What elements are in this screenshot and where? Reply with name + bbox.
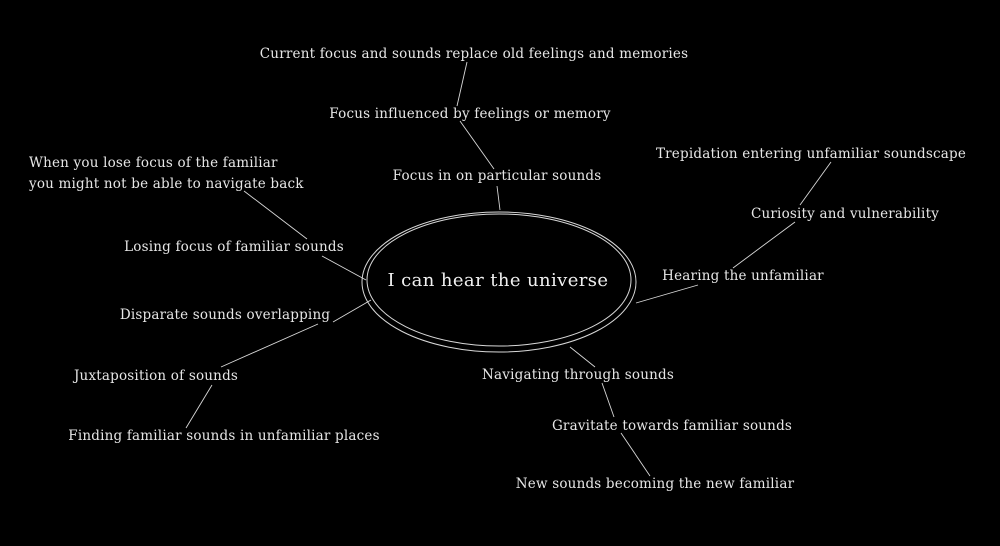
node-new-sounds: New sounds becoming the new familiar bbox=[516, 476, 795, 492]
link-focus-in-focus-influenced bbox=[459, 120, 495, 170]
link-center-losing-focus bbox=[321, 255, 367, 281]
node-disparate: Disparate sounds overlapping bbox=[120, 307, 331, 323]
link-center-navigating bbox=[569, 346, 596, 368]
node-gravitate: Gravitate towards familiar sounds bbox=[552, 418, 792, 434]
link-gravitate-new-sounds bbox=[620, 432, 651, 477]
center-topic-label: I can hear the universe bbox=[388, 270, 609, 291]
node-hearing-unfamiliar: Hearing the unfamiliar bbox=[662, 268, 824, 284]
link-center-disparate bbox=[332, 299, 372, 323]
node-focus-influenced: Focus influenced by feelings or memory bbox=[329, 106, 611, 122]
node-focus-in: Focus in on particular sounds bbox=[393, 168, 602, 184]
link-juxtaposition-finding-familiar bbox=[185, 384, 213, 429]
node-finding-familiar: Finding familiar sounds in unfamiliar pl… bbox=[68, 428, 379, 444]
link-focus-influenced-current-focus bbox=[456, 61, 468, 107]
node-losing-focus: Losing focus of familiar sounds bbox=[124, 239, 344, 255]
link-hearing-unfamiliar-curiosity bbox=[732, 221, 796, 269]
center-ellipse-outer bbox=[361, 211, 637, 353]
link-center-focus-in bbox=[496, 185, 501, 211]
link-navigating-gravitate bbox=[601, 382, 615, 418]
node-current-focus: Current focus and sounds replace old fee… bbox=[260, 46, 688, 62]
node-lose-focus-note-line2: you might not be able to navigate back bbox=[28, 176, 304, 192]
node-juxtaposition: Juxtaposition of sounds bbox=[72, 368, 238, 384]
link-losing-focus-lose-focus-note bbox=[243, 190, 308, 240]
node-curiosity: Curiosity and vulnerability bbox=[751, 206, 939, 222]
node-lose-focus-note-line1: When you lose focus of the familiar bbox=[29, 155, 278, 171]
link-disparate-juxtaposition bbox=[220, 323, 319, 368]
node-trepidation: Trepidation entering unfamiliar soundsca… bbox=[656, 146, 966, 162]
link-center-hearing-unfamiliar bbox=[635, 284, 699, 304]
node-navigating: Navigating through sounds bbox=[482, 367, 674, 383]
center-ellipse-inner bbox=[366, 213, 632, 347]
link-curiosity-trepidation bbox=[799, 161, 832, 206]
